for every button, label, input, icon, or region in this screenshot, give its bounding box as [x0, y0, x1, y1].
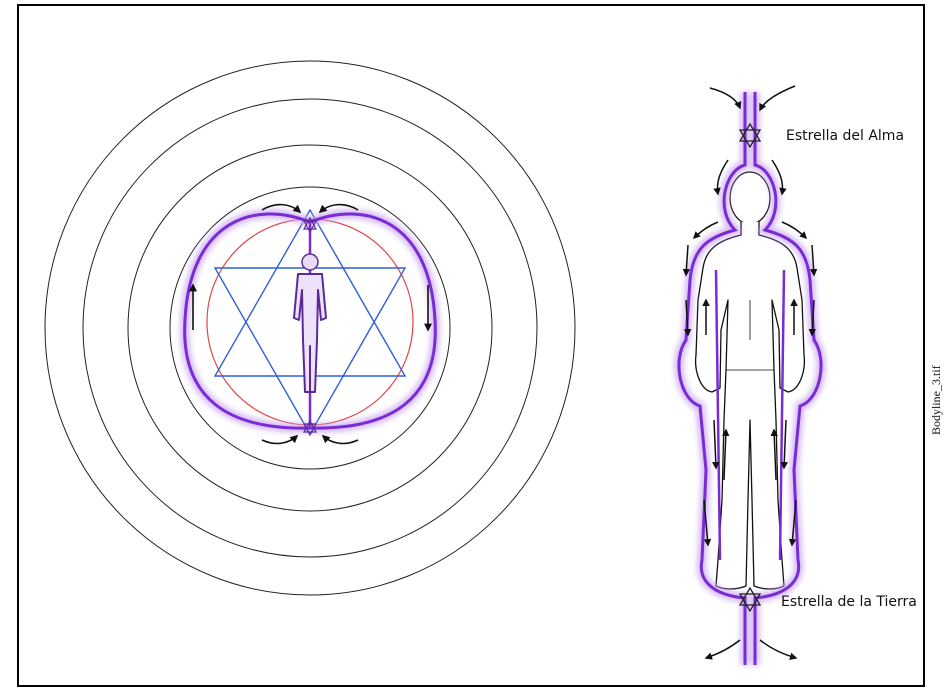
concentric-field-diagram	[45, 61, 575, 595]
earth-star-label: Estrella de la Tierra	[781, 594, 917, 610]
small-human-figure-icon	[294, 254, 326, 392]
body-flow-diagram: Estrella del Alma Estrella de la Tierra	[679, 86, 917, 665]
file-name-label: Bodyline_3.tif	[929, 365, 943, 435]
soul-star-label: Estrella del Alma	[786, 128, 904, 144]
